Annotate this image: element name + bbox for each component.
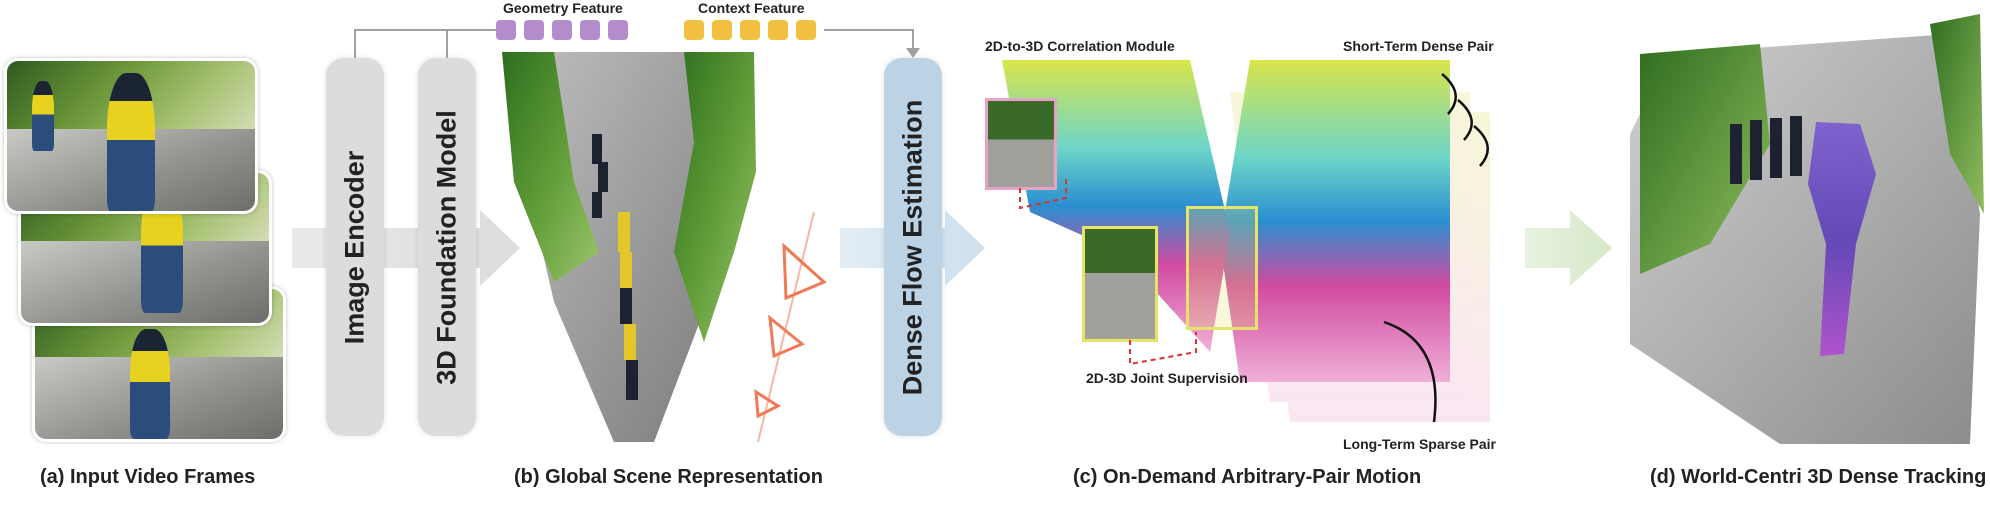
image-encoder-box: Image Encoder xyxy=(326,58,384,436)
curved-arrow-icon xyxy=(1473,125,1489,167)
geometry-feature-label: Geometry Feature xyxy=(503,0,623,16)
correlation-module-label: 2D-to-3D Correlation Module xyxy=(985,38,1175,54)
geometry-token xyxy=(608,20,628,40)
dashed-arrow-icon xyxy=(1129,332,1197,366)
camera-trajectory xyxy=(757,211,815,442)
motion-field xyxy=(1002,60,1490,423)
geometry-token xyxy=(524,20,544,40)
joint-supervision-label: 2D-3D Joint Supervision xyxy=(1086,370,1248,386)
supervision-cube xyxy=(1186,206,1258,330)
dense-flow-arrowhead xyxy=(906,48,920,58)
curved-arrow-icon xyxy=(1457,99,1473,141)
dashed-arrow-icon xyxy=(1019,176,1067,210)
world-tracking-result xyxy=(1630,14,1984,444)
short-term-pair-label: Short-Term Dense Pair xyxy=(1343,38,1494,54)
flow-volume-right xyxy=(1220,60,1450,382)
context-token xyxy=(684,20,704,40)
context-token xyxy=(740,20,760,40)
scene-grass-right xyxy=(674,52,756,342)
geometry-token xyxy=(580,20,600,40)
context-token xyxy=(768,20,788,40)
encoder-connector xyxy=(354,29,496,58)
context-token xyxy=(712,20,732,40)
curved-arrow-icon xyxy=(1441,73,1457,115)
track-grass-left xyxy=(1640,44,1770,274)
video-frame-1 xyxy=(4,58,258,214)
context-token xyxy=(796,20,816,40)
caption-c: (c) On-Demand Arbitrary-Pair Motion xyxy=(1073,466,1422,488)
caption-d: (d) World-Centri 3D Dense Tracking xyxy=(1650,466,1987,488)
long-term-pair-label: Long-Term Sparse Pair xyxy=(1343,436,1497,452)
geometry-token xyxy=(496,20,516,40)
scene-grass-left xyxy=(502,52,599,282)
caption-a: (a) Input Video Frames xyxy=(40,466,256,488)
flow-volume-left xyxy=(1002,60,1230,352)
curved-arrow-icon xyxy=(1383,320,1437,423)
track-riders xyxy=(1730,116,1802,184)
track-trajectory xyxy=(1808,122,1876,356)
context-feature-label: Context Feature xyxy=(698,0,805,16)
context-connector xyxy=(824,29,914,50)
track-grass-right xyxy=(1930,14,1984,214)
foundation-model-box: 3D Foundation Model xyxy=(418,58,476,436)
supervision-inset xyxy=(1082,226,1158,342)
camera-frustum-icon xyxy=(754,389,782,419)
flow-arrow-3 xyxy=(1525,210,1612,286)
global-scene-pointcloud xyxy=(502,52,827,442)
camera-frustum-icon xyxy=(768,314,805,359)
geometry-token xyxy=(552,20,572,40)
caption-b: (b) Global Scene Representation xyxy=(514,466,823,488)
tracked-riders xyxy=(592,134,638,400)
dense-flow-box: Dense Flow Estimation xyxy=(884,58,942,436)
